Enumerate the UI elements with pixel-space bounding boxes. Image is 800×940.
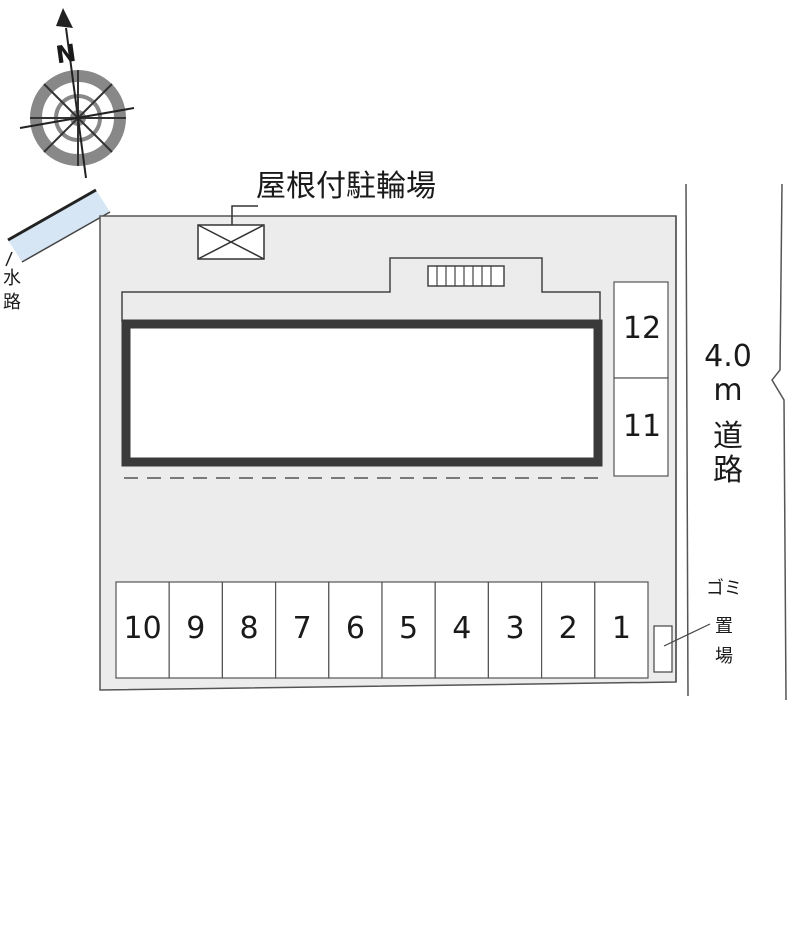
- parking-space-label: 6: [346, 611, 365, 646]
- garbage-box: [653, 625, 673, 673]
- garbage-label-3: 場: [715, 646, 733, 667]
- road-name-label-2: 路: [713, 453, 743, 488]
- north-label: N: [54, 39, 78, 70]
- garbage-label-2: 置: [715, 616, 733, 637]
- road-unit-label: m: [713, 373, 742, 408]
- parking-space: [487, 581, 543, 679]
- compass: N: [19, 8, 135, 179]
- waterway: 水 路: [3, 188, 111, 313]
- building: [121, 319, 603, 467]
- parking-space-label: 10: [124, 611, 162, 646]
- parking-space: [613, 281, 669, 379]
- parking-space-label: 5: [399, 611, 418, 646]
- parking-space-label: 8: [239, 611, 258, 646]
- garbage-label-1: ゴミ: [706, 578, 742, 599]
- parking-space-label: 2: [559, 611, 578, 646]
- parking-space-label: 9: [186, 611, 205, 646]
- bicycle-parking: 屋根付駐輪場: [197, 169, 436, 260]
- side-parking: 12 11: [613, 281, 669, 477]
- waterway-label-2: 路: [3, 292, 21, 313]
- road-name-label-1: 道: [713, 419, 743, 454]
- parking-space: [328, 581, 383, 679]
- parking-space: [275, 581, 330, 679]
- north-arrow-icon: [56, 8, 73, 28]
- road-width-label: 4.0: [704, 339, 752, 374]
- parking-space: [381, 581, 436, 679]
- building-setback-outline: [121, 257, 601, 322]
- parking-space: [221, 581, 277, 679]
- parking-space-label: 12: [623, 311, 661, 346]
- parking-space-label: 11: [623, 409, 661, 444]
- parking-space-label: 3: [505, 611, 524, 646]
- bicycle-parking-label: 屋根付駐輪場: [256, 169, 436, 204]
- garbage-area: ゴミ 置 場: [653, 578, 742, 673]
- stair-icon: [427, 265, 505, 287]
- parking-space: [613, 377, 669, 477]
- parking-space: [168, 581, 223, 679]
- parking-space-label: 7: [293, 611, 312, 646]
- parking-space-label: 4: [452, 611, 471, 646]
- parking-space-label: 1: [612, 611, 631, 646]
- road-label: 4.0 m 道 路: [704, 339, 752, 488]
- waterway-label-1: 水: [3, 268, 21, 289]
- parking-space: [594, 581, 649, 679]
- road-boundary: [675, 183, 787, 701]
- parking-space: [434, 581, 490, 679]
- north-arrow-line: [65, 27, 87, 179]
